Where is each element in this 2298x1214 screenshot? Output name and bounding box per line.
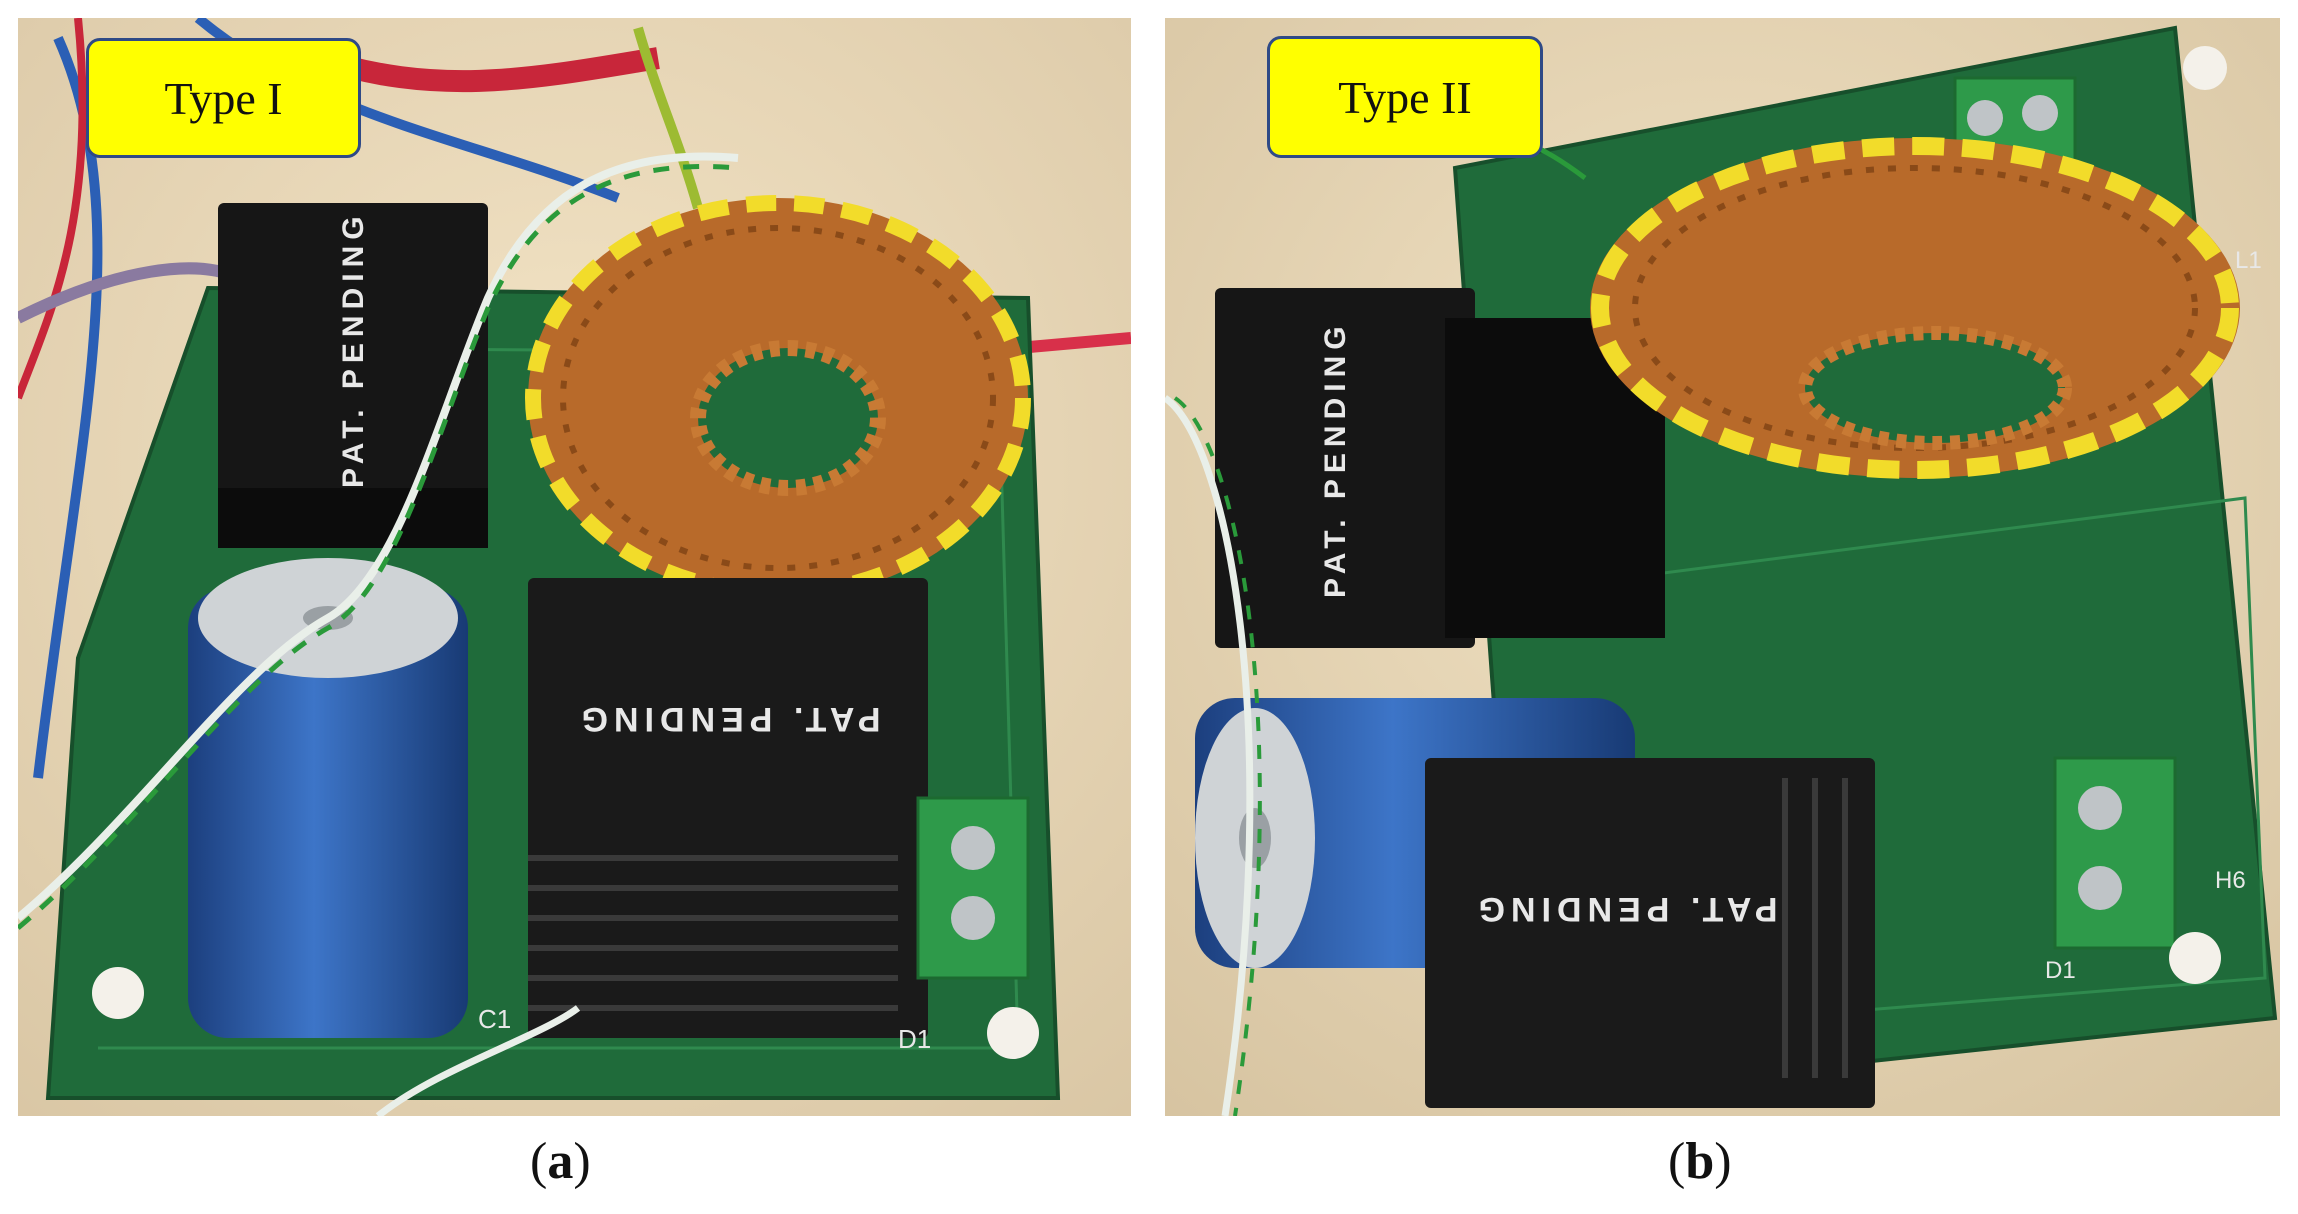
silkscreen-l1: L1 bbox=[2235, 247, 2262, 274]
caption-letter-a: a bbox=[547, 1133, 574, 1190]
caption-b: (b) bbox=[1668, 1133, 1732, 1190]
type-label-a: Type I bbox=[86, 38, 361, 158]
heatsink-label-a: PAT. PENDING bbox=[576, 700, 881, 738]
inductor-block-label-b: PAT. PENDING bbox=[1319, 320, 1352, 598]
heatsink-label-b: PAT. PENDING bbox=[1473, 890, 1778, 928]
photo-panel-a: PAT. PENDING PAT. PENDING C1 D1 Type I bbox=[18, 18, 1131, 1116]
pcb-photo-type-2: PAT. PENDING PAT. PENDING D1 L1 H6 bbox=[1165, 18, 2280, 1116]
type-label-b: Type II bbox=[1267, 36, 1543, 158]
caption-letter-b: b bbox=[1685, 1133, 1715, 1190]
silkscreen-h6: H6 bbox=[2215, 867, 2246, 894]
caption-a: (a) bbox=[530, 1133, 591, 1190]
silkscreen-c1: C1 bbox=[478, 1004, 511, 1034]
silkscreen-d1: D1 bbox=[898, 1024, 931, 1054]
photo-panel-b: PAT. PENDING PAT. PENDING D1 L1 H6 Type … bbox=[1165, 18, 2280, 1116]
silkscreen-d1-b: D1 bbox=[2045, 957, 2076, 984]
inductor-block-label-a: PAT. PENDING bbox=[337, 210, 370, 488]
pcb-photo-type-1: PAT. PENDING PAT. PENDING C1 D1 bbox=[18, 18, 1131, 1116]
